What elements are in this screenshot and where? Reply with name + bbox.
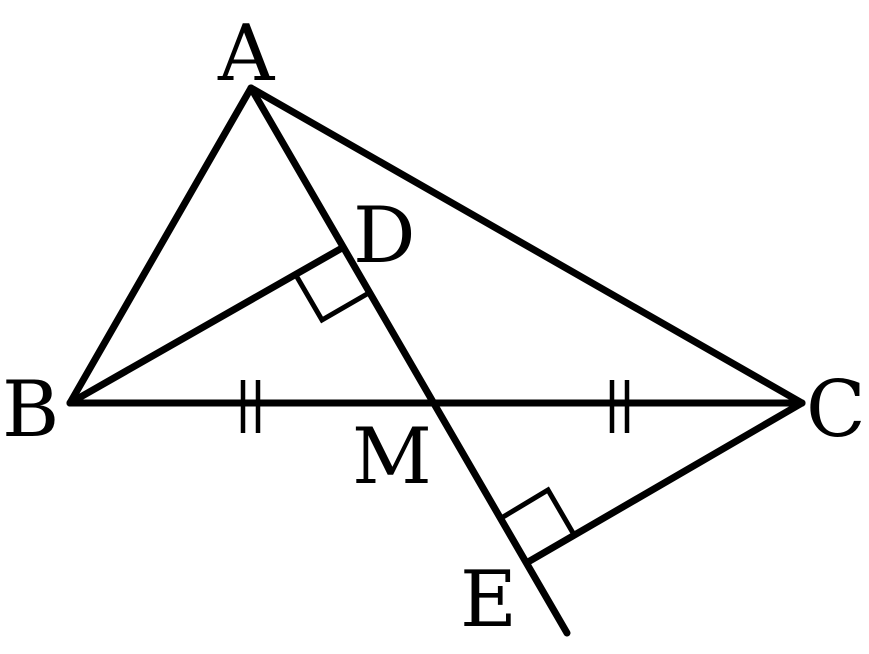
right-angle-mark-e: [501, 486, 576, 535]
line-ae: [247, 84, 571, 637]
label-b: B: [2, 365, 59, 455]
label-c: C: [806, 365, 866, 455]
segment-ac: [247, 84, 806, 407]
segment-bd: [66, 244, 346, 407]
label-d: D: [353, 191, 416, 281]
segment-ce: [524, 399, 806, 566]
segment-ab: [66, 84, 255, 407]
right-angle-mark-d: [294, 275, 369, 324]
label-m: M: [352, 412, 432, 502]
label-a: A: [217, 9, 276, 99]
label-e: E: [460, 555, 517, 645]
